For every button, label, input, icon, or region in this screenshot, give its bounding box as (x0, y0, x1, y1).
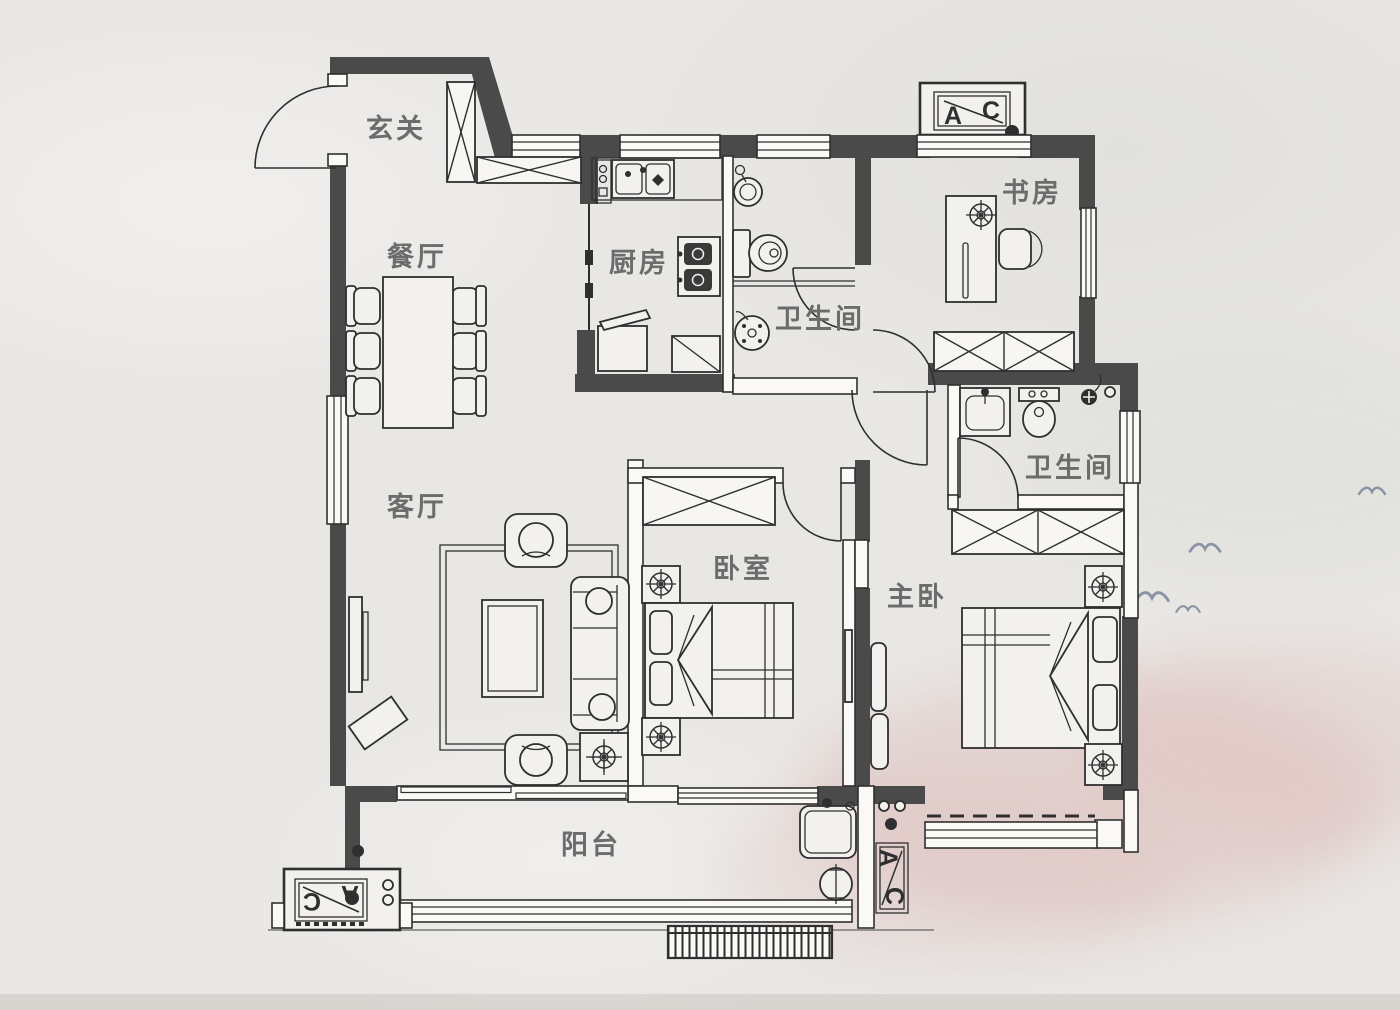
floor-drain-basin (819, 864, 853, 904)
dining-table (382, 276, 454, 429)
coffee-table (481, 599, 544, 698)
kitchen-fixtures (591, 157, 723, 373)
bedroom-door[interactable] (782, 482, 842, 542)
study-chair (998, 228, 1043, 270)
label-living: 客厅 (387, 491, 447, 522)
kitchen-stove (677, 236, 721, 297)
bedroom-wardrobe (642, 476, 776, 526)
kitchen-sliding-door[interactable] (585, 204, 593, 330)
balcony-items (352, 798, 857, 904)
bathroom1-toilet (732, 229, 788, 278)
bedroom-furniture (641, 476, 853, 756)
window-master-south (924, 814, 1098, 849)
bathroom2-sink (959, 387, 1011, 437)
master-nightstand-bottom (1084, 743, 1123, 786)
sliding-door-living-balcony[interactable] (396, 785, 629, 801)
balcony-drain (352, 845, 364, 857)
label-bath1: 卫生间 (775, 304, 865, 334)
floor-mat (347, 695, 409, 751)
partition-walls (627, 155, 1139, 929)
window-bath2-east (1119, 410, 1141, 484)
label-study: 书房 (1002, 178, 1062, 208)
window-study-east (1080, 207, 1097, 299)
bedroom-nightstand-top (641, 565, 681, 604)
windows (326, 134, 1141, 923)
tv-stand (348, 596, 369, 693)
armchair-top (504, 513, 568, 568)
master-bed (961, 607, 1121, 749)
master-nightstand-top (1084, 565, 1123, 608)
bedroom-bed (644, 602, 794, 719)
sofa (570, 576, 630, 731)
bathroom1-door[interactable] (792, 267, 856, 331)
walls (330, 57, 1138, 872)
window-kitchen-north (619, 134, 721, 159)
ac-letter-c: C (303, 887, 321, 915)
label-entry: 玄关 (366, 113, 426, 144)
balcony-glazing-south (395, 899, 853, 923)
label-master: 主卧 (887, 582, 947, 612)
ac-letter-c: C (880, 887, 908, 905)
master-dresser (870, 642, 887, 712)
bedroom-tv (844, 629, 853, 703)
bottom-strip (0, 994, 1400, 1010)
master-wardrobe (951, 509, 1125, 555)
master-door[interactable] (851, 389, 928, 466)
window-bedroom-south (677, 787, 819, 805)
window-bath1-north (756, 134, 831, 159)
kitchen-cabinets (597, 308, 721, 373)
study-furniture (933, 195, 1075, 372)
ac-unit-bottom-left: A C (271, 867, 413, 932)
bathroom1-fixtures (732, 164, 855, 351)
window-entry-north (511, 134, 581, 159)
master-furniture (870, 509, 1125, 786)
label-balcony: 阳台 (561, 829, 621, 860)
kitchen-sink (611, 159, 675, 199)
bathroom2-toilet (1018, 387, 1060, 438)
bathroom1-sink (733, 164, 763, 207)
ac-letter-c: C (982, 97, 1000, 125)
master-bench (870, 713, 889, 770)
ac-letter-a: A (944, 102, 962, 130)
label-bath2: 卫生间 (1025, 453, 1115, 483)
bathroom2-shower-mixer (1081, 373, 1116, 405)
study-door[interactable] (872, 329, 936, 393)
window-living-west (326, 395, 349, 525)
balcony-vent-grate (666, 924, 834, 960)
armchair-bottom (504, 734, 568, 786)
ac-letter-a: A (874, 849, 902, 867)
living-furniture (347, 513, 630, 786)
bathroom2-door[interactable] (957, 437, 1019, 499)
washing-machine (799, 798, 857, 859)
study-wardrobe (933, 331, 1075, 372)
side-table-plant (579, 732, 629, 782)
entry-door[interactable] (254, 73, 348, 169)
label-bedroom: 卧室 (713, 553, 773, 584)
bathroom1-shower (734, 311, 770, 351)
label-dining: 餐厅 (387, 242, 447, 272)
dining-set (345, 276, 487, 429)
entry-shoe-cabinet (446, 81, 582, 184)
ac-unit-bottom-right: A C (874, 800, 909, 914)
bedroom-nightstand-bottom (641, 717, 681, 756)
ac-unit-top-right: A C (916, 81, 1032, 158)
label-kitchen: 厨房 (609, 248, 669, 278)
bathroom2-fixtures (959, 373, 1116, 438)
